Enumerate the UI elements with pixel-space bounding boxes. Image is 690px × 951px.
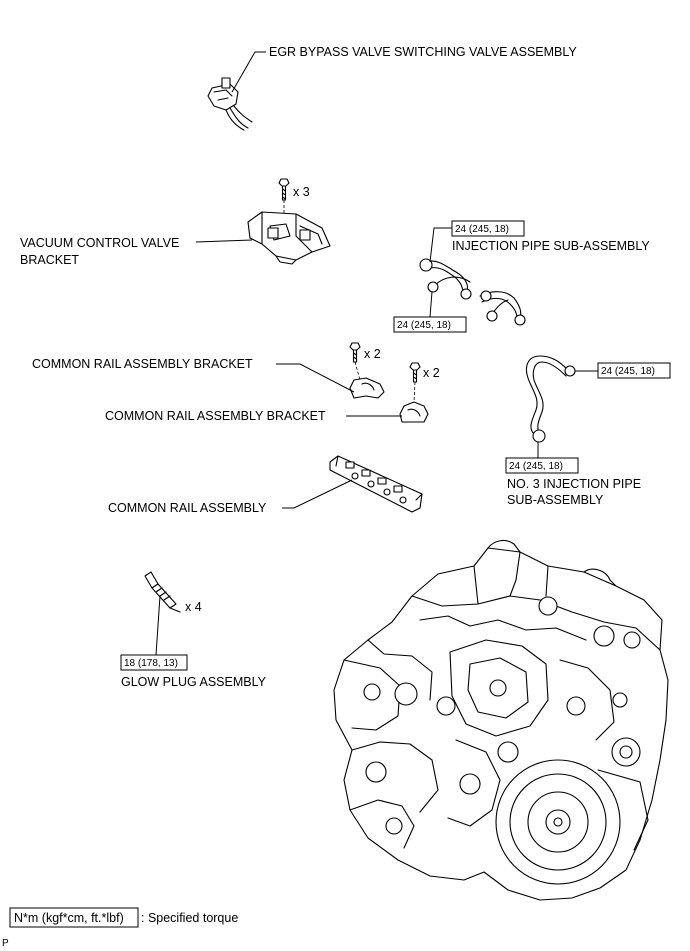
injection-bottom-leader [429,291,433,318]
torque-injection-bottom: 24 (245, 18) [397,320,451,331]
crab2-bolt-guide [413,381,416,403]
legend-box [9,907,139,928]
egr-valve-part [207,77,253,131]
common-rail-leader [282,479,353,509]
glow-plug-label: GLOW PLUG ASSEMBLY [121,675,267,689]
crab1-part [349,377,385,399]
corner-mark: P [2,938,9,949]
no3-label-line1: NO. 3 INJECTION PIPE [507,477,641,491]
vacuum-label-line2: BRACKET [20,253,79,267]
torque-no3-bottom: 24 (245, 18) [509,461,563,472]
glow-plug-leader [155,595,161,656]
no3-label-line2: SUB-ASSEMBLY [507,493,604,507]
legend-unit: N*m (kgf*cm, ft.*lbf) [14,911,124,925]
legend-text: : Specified torque [141,911,238,925]
common-rail-part [329,455,423,513]
torque-injection-top: 24 (245, 18) [455,224,509,235]
vacuum-bolt [278,178,290,201]
engine-illustration [333,539,669,901]
common-rail-label: COMMON RAIL ASSEMBLY [108,501,267,515]
no3-injection-pipe-part [525,355,576,443]
torque-glow-plug: 18 (178, 13) [124,658,178,669]
torque-no3-right: 24 (245, 18) [601,366,655,377]
vacuum-bracket-part [247,211,331,265]
vacuum-label-line1: VACUUM CONTROL VALVE [20,236,179,250]
egr-label: EGR BYPASS VALVE SWITCHING VALVE ASSEMBL… [269,45,577,59]
crab2-label: COMMON RAIL ASSEMBLY BRACKET [105,409,326,423]
crab2-part [399,401,429,423]
injection-pipe-part [419,258,526,326]
crab1-bolt-guide [354,361,361,381]
egr-leader-line [231,51,266,93]
torque-box-no3-right [597,362,671,379]
crab2-bolt [409,362,421,383]
glow-plug-part [144,571,181,613]
crab1-bolt [349,342,361,363]
torque-box-no3-bottom [505,457,579,474]
torque-box-glow-plug [120,654,188,671]
vacuum-bolt-qty: x 3 [293,185,310,199]
injection-pipe-label: INJECTION PIPE SUB-ASSEMBLY [452,239,650,253]
glow-plug-qty: x 4 [185,600,202,614]
vacuum-leader-line [195,239,253,243]
crab1-label: COMMON RAIL ASSEMBLY BRACKET [32,357,253,371]
crab1-bolt-qty: x 2 [364,347,381,361]
crab2-bolt-qty: x 2 [423,366,440,380]
crab1-leader-line [276,363,355,393]
injection-top-leader [429,227,452,263]
